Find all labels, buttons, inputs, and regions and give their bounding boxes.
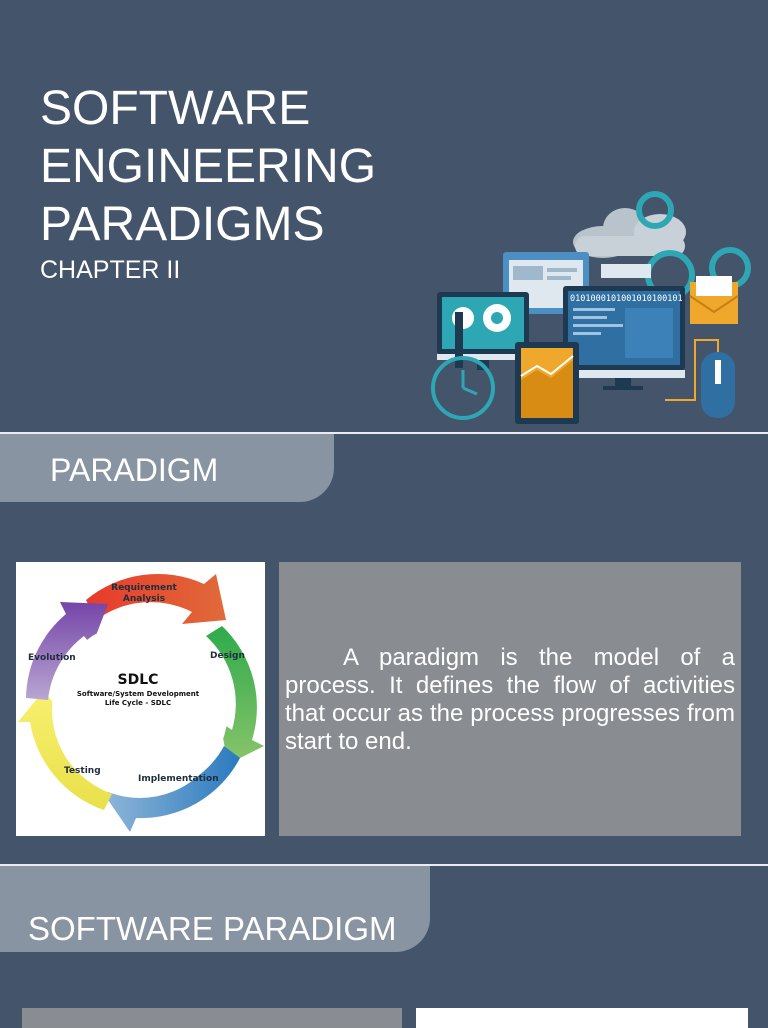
mouse-icon (665, 339, 735, 418)
definition-box: A paradigm is the model of a process. It… (279, 562, 741, 836)
slide-title: SOFTWARE ENGINEERING PARADIGMS (40, 80, 376, 254)
sdlc-segment-evolution (26, 602, 108, 700)
sdlc-label-testing: Testing (64, 766, 101, 776)
sdlc-label-design: Design (210, 651, 245, 661)
sdlc-label-evolution: Evolution (28, 653, 76, 663)
sdlc-center-subtitle-2: Life Cycle - SDLC (105, 699, 171, 707)
tablet-chart-icon (515, 342, 579, 424)
title-line-2: ENGINEERING (40, 140, 377, 193)
slide-subtitle: CHAPTER II (40, 256, 181, 284)
monitor-settings-icon (437, 292, 529, 370)
sdlc-label-requirement-line2: Analysis (123, 594, 165, 604)
sdlc-label-requirement-line1: Requirement (111, 583, 177, 593)
title-line-1: SOFTWARE (40, 82, 311, 135)
slide-separator (0, 432, 768, 434)
content-box-right (416, 1008, 748, 1028)
section-heading: SOFTWARE PARADIGM (28, 910, 397, 947)
software-paradigm-slide: SOFTWARE PARADIGM (0, 866, 768, 1028)
title-line-3: PARADIGMS (40, 198, 325, 251)
sdlc-center-title: SDLC (118, 672, 159, 688)
paradigm-slide: PARADIGM Requirement Analysis Design Imp… (0, 434, 768, 864)
sdlc-segment-requirement (86, 574, 226, 624)
technology-illustration: 0101000101001010100101 (431, 191, 751, 424)
slide-separator (0, 864, 768, 866)
sdlc-segment-testing (18, 690, 112, 810)
binary-text: 0101000101001010100101 (570, 294, 683, 304)
content-box-left (22, 1008, 402, 1028)
title-slide: SOFTWARE ENGINEERING PARADIGMS CHAPTER I… (0, 0, 768, 432)
code-monitor-icon: 0101000101001010100101 (563, 286, 685, 390)
section-tab: PARADIGM (0, 434, 334, 502)
envelope-icon (689, 276, 739, 324)
sdlc-segment-implementation (104, 746, 240, 832)
sdlc-center-subtitle-1: Software/System Development (77, 690, 200, 698)
sdlc-diagram: Requirement Analysis Design Implementati… (16, 562, 265, 836)
sdlc-cycle-graphic: Requirement Analysis Design Implementati… (18, 574, 264, 832)
sdlc-label-implementation: Implementation (138, 774, 219, 784)
section-tab: SOFTWARE PARADIGM (0, 866, 430, 952)
clock-icon (431, 356, 495, 420)
cloud-icon (573, 208, 686, 258)
section-heading: PARADIGM (50, 452, 219, 488)
sdlc-segment-design (206, 626, 264, 764)
paradigm-definition: A paradigm is the model of a process. It… (285, 644, 735, 755)
